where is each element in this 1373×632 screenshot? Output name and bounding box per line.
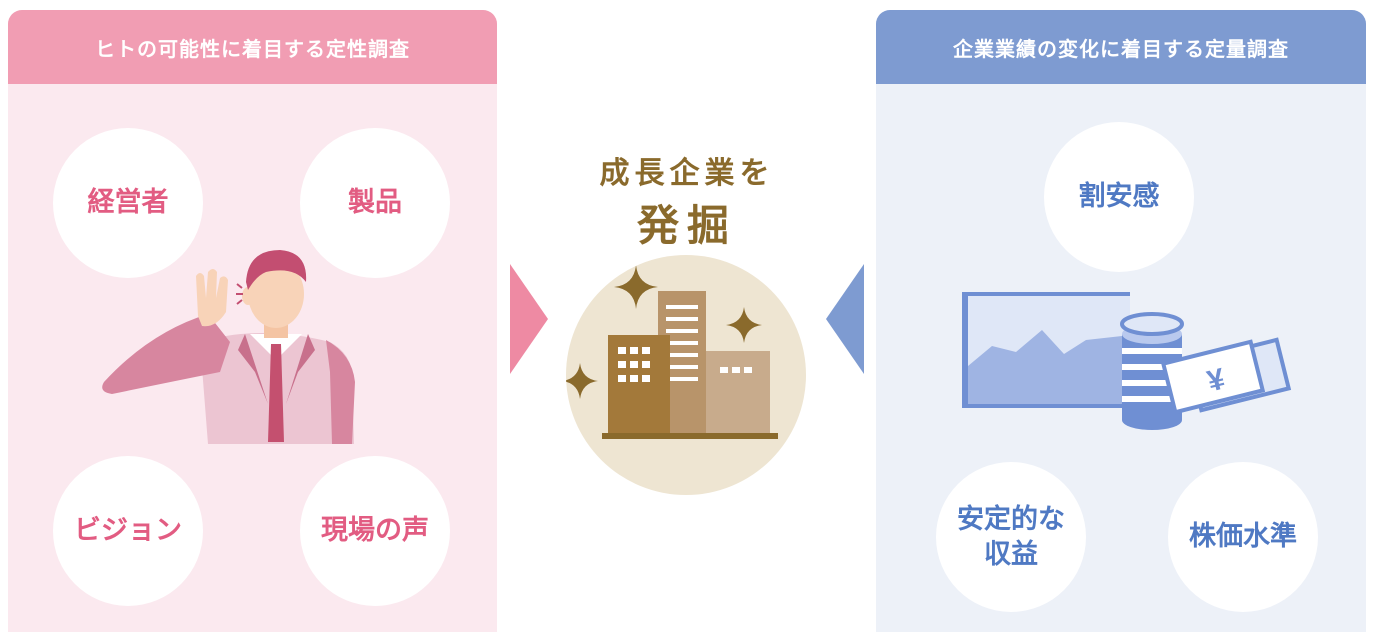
quantitative-panel-header: 企業業績の変化に着目する定量調査: [876, 10, 1366, 84]
circle-undervalued: 割安感: [1044, 122, 1194, 272]
arrow-right-icon: [510, 264, 548, 374]
circle-stable-earnings: 安定的な 収益: [936, 462, 1086, 612]
circle-label-product: 製品: [348, 187, 402, 219]
circle-field-voice: 現場の声: [300, 456, 450, 606]
circle-stock-price-level: 株価水準: [1168, 462, 1318, 612]
arrow-left-icon: [826, 264, 864, 374]
quantitative-research-panel: 企業業績の変化に着目する定量調査 割安感 安定的な 収益 株価水準 ¥: [876, 10, 1366, 632]
circle-label-stable-earnings: 安定的な 収益: [957, 503, 1065, 570]
center-title-line2: 発掘: [636, 201, 737, 250]
circle-label-stock-price-level: 株価水準: [1189, 521, 1297, 553]
qualitative-research-panel: ヒトの可能性に着目する定性調査 経営者 製品 ビジョン 現場の声: [8, 10, 497, 632]
circle-label-field-voice: 現場の声: [321, 515, 429, 547]
circle-label-undervalued: 割安感: [1078, 181, 1160, 213]
buildings-illustration: [566, 265, 778, 439]
growth-company-circle: [566, 255, 806, 495]
sparkle-icon: [726, 307, 762, 343]
businessman-listening-illustration: [102, 250, 355, 444]
circle-product: 製品: [300, 128, 450, 278]
circle-executive: 経営者: [53, 128, 203, 278]
circle-vision: ビジョン: [53, 456, 203, 606]
sparkle-icon: [614, 265, 658, 309]
qualitative-panel-header: ヒトの可能性に着目する定性調査: [8, 10, 497, 84]
circle-label-executive: 経営者: [87, 187, 169, 219]
banknote-icon: ¥: [1160, 337, 1292, 415]
center-title-line1: 成長企業を: [599, 156, 775, 191]
finance-illustration: ¥: [962, 292, 1292, 430]
circle-label-vision: ビジョン: [74, 515, 182, 547]
sparkle-icon: [566, 363, 598, 399]
